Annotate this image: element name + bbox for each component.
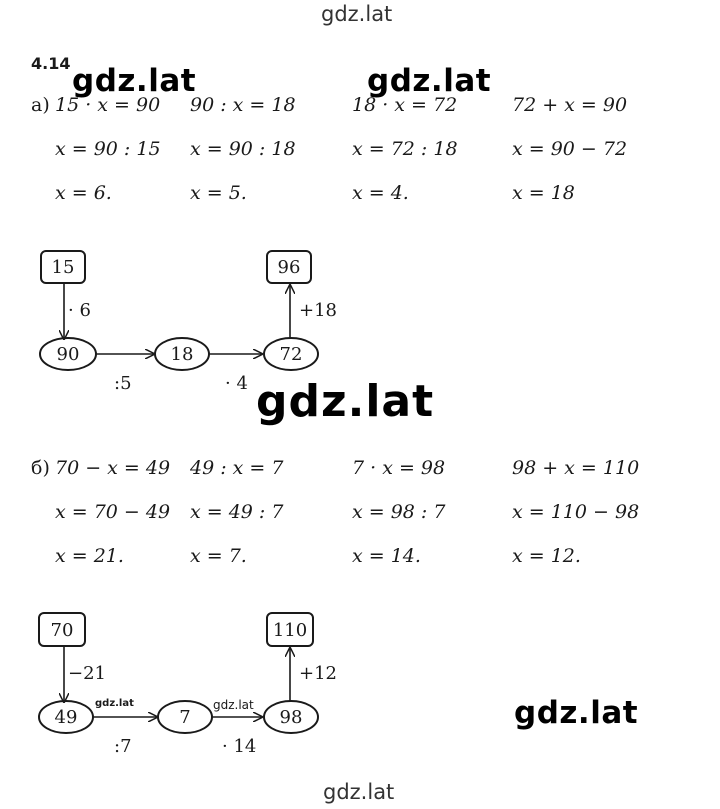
part-a-eq-1-1: 15 · x = 90 (55, 94, 161, 116)
part-a-end-box (266, 250, 312, 284)
part-b-eq-3-1: 7 · x = 98 (352, 457, 446, 479)
part-b-eq-3-3: x = 14. (352, 545, 421, 567)
watermark-center: gdz.lat (256, 376, 435, 427)
part-a-eq-2-1: 90 : x = 18 (190, 94, 296, 116)
part-a-diagram: 15 · 6 90 :5 18 · 4 72 +18 96 (39, 250, 337, 394)
part-b-eq-2-1: 49 : x = 7 (190, 457, 284, 479)
part-b-op2: · 14 (222, 736, 256, 757)
part-b-eq-4-3: x = 12. (512, 545, 581, 567)
part-a-end-value: 96 (278, 257, 301, 278)
part-a-eq-2-2: x = 90 : 18 (190, 138, 296, 160)
part-a-label: а) (31, 94, 50, 116)
part-a-eq-4-2: x = 90 − 72 (512, 138, 628, 160)
part-b-watermark-tiny-1: gdz.lat (95, 698, 134, 709)
part-b-eq-1-1: 70 − x = 49 (55, 457, 171, 479)
watermark-a-right: gdz.lat (367, 63, 492, 99)
part-a-op1: :5 (114, 373, 132, 394)
part-a-start-value: 15 (52, 257, 75, 278)
part-b-node-3 (263, 700, 319, 734)
part-b-node-1-value: 49 (55, 707, 78, 728)
part-a-eq-3-1: 18 · x = 72 (352, 94, 458, 116)
part-b-op1: :7 (114, 736, 132, 757)
part-a-eq-4-3: x = 18 (512, 182, 575, 204)
part-b-watermark-tiny-2: gdz.lat (213, 698, 254, 712)
part-b-eq-4-2: x = 110 − 98 (512, 501, 640, 523)
part-a-node-2-value: 18 (171, 344, 194, 365)
part-b-eq-1-3: x = 21. (55, 545, 124, 567)
part-a-node-3-value: 72 (280, 344, 303, 365)
part-b-start-value: 70 (51, 620, 74, 641)
part-b-eq-3-2: x = 98 : 7 (352, 501, 446, 523)
watermark-bottom: gdz.lat (323, 780, 395, 804)
part-b-node-3-value: 98 (280, 707, 303, 728)
part-b-eq-1-2: x = 70 − 49 (55, 501, 171, 523)
part-a-eq-3-3: x = 4. (352, 182, 409, 204)
part-a-step1: · 6 (68, 300, 91, 321)
part-a-op2: · 4 (225, 373, 248, 394)
part-b-eq-2-2: x = 49 : 7 (190, 501, 284, 523)
part-b-end-box (266, 612, 314, 647)
part-b-node-2-value: 7 (179, 707, 190, 728)
part-b-end-value: 110 (273, 620, 307, 641)
part-b-step1: −21 (68, 663, 106, 684)
part-a-step-up: +18 (299, 300, 337, 321)
part-a-eq-2-3: x = 5. (190, 182, 247, 204)
part-b-eq-4-1: 98 + x = 110 (512, 457, 640, 479)
part-a-eq-1-2: x = 90 : 15 (55, 138, 161, 160)
exercise-number: 4.14 (31, 54, 71, 73)
part-b-diagram: 70 −21 49 gdz.lat :7 7 gdz.lat · 14 98 +… (38, 612, 337, 757)
part-a-eq-1-3: x = 6. (55, 182, 112, 204)
part-a-start-box (40, 250, 86, 284)
watermark-b-right: gdz.lat (514, 695, 639, 731)
part-b-step-up: +12 (299, 663, 337, 684)
part-b-eq-2-3: x = 7. (190, 545, 247, 567)
part-a-eq-4-1: 72 + x = 90 (512, 94, 628, 116)
part-b-start-box (38, 612, 86, 647)
part-b-label: б) (31, 457, 50, 479)
part-a-node-1-value: 90 (57, 344, 80, 365)
part-a-node-3 (263, 337, 319, 371)
watermark-a-left: gdz.lat (72, 63, 197, 99)
watermark-top: gdz.lat (321, 2, 393, 26)
part-a-eq-3-2: x = 72 : 18 (352, 138, 458, 160)
